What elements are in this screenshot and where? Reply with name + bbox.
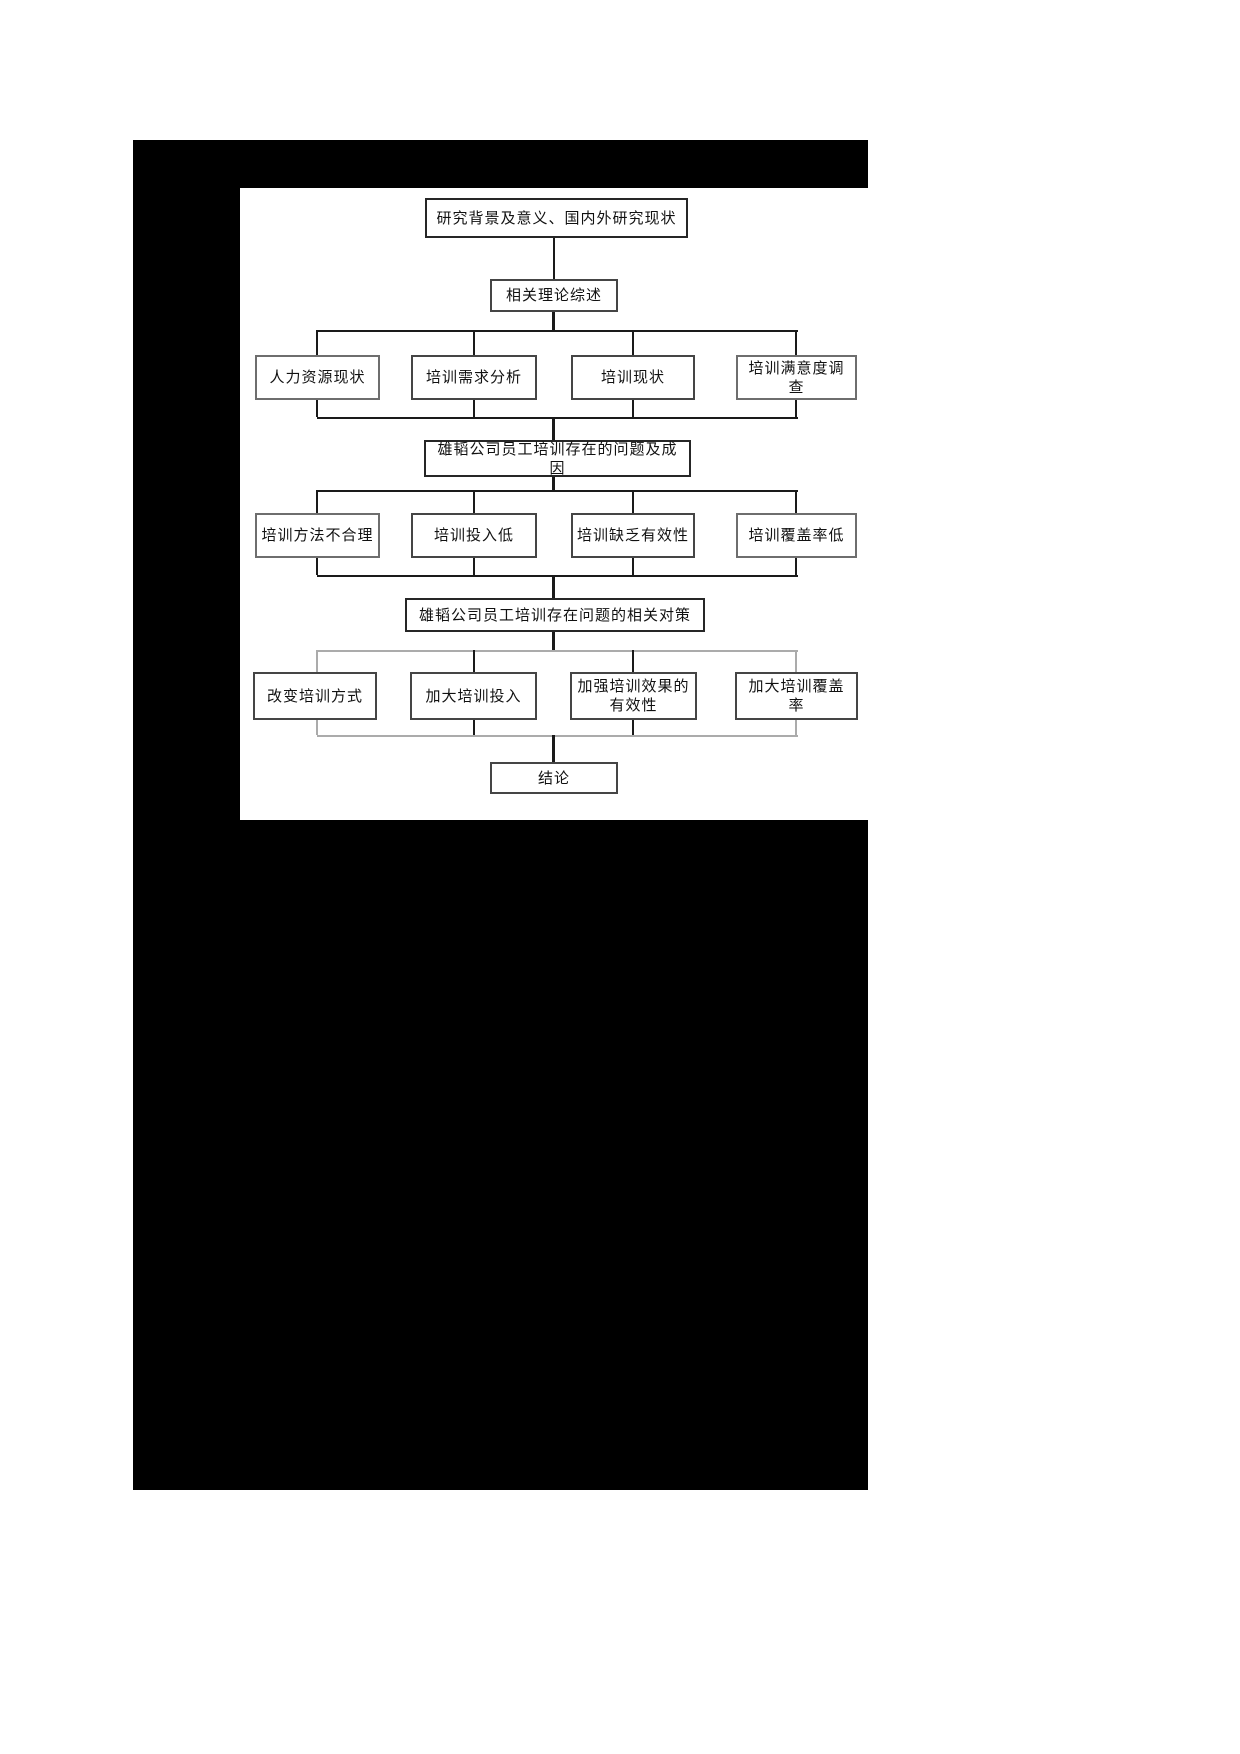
connector-collect-solutions-4 [795, 720, 797, 735]
node-training-needs: 培训需求分析 [411, 355, 537, 400]
connector-stub-problems-3 [632, 490, 634, 513]
connector-trunk-to-conclusion [552, 735, 555, 762]
connector-stub-analysis-3 [632, 330, 634, 355]
node-theory-review: 相关理论综述 [490, 279, 618, 312]
node-change-method: 改变培训方式 [253, 672, 377, 720]
connector-rail-problems-top [317, 490, 798, 492]
node-satisfaction-survey: 培训满意度调查 [736, 355, 857, 400]
connector-trunk-to-problems [552, 417, 555, 440]
node-method-unreasonable: 培训方法不合理 [255, 513, 380, 558]
connector-stub-solutions-1 [316, 650, 318, 672]
node-increase-coverage: 加大培训覆盖率 [735, 672, 858, 720]
connector-collect-analysis-3 [632, 400, 634, 417]
connector-rail-solutions-top [317, 650, 798, 652]
connector-rail-problems-bottom [317, 575, 798, 577]
connector-collect-problems-2 [473, 558, 475, 575]
connector-collect-solutions-1 [316, 720, 318, 735]
connector-stub-analysis-4 [795, 330, 797, 355]
connector-top-to-theory [553, 238, 555, 279]
connector-stub-solutions-2 [473, 650, 475, 672]
node-training-status: 培训现状 [571, 355, 695, 400]
connector-collect-solutions-3 [632, 720, 634, 735]
connector-solutions-stub [552, 632, 555, 650]
connector-stub-solutions-3 [632, 650, 634, 672]
connector-stub-problems-2 [473, 490, 475, 513]
connector-trunk-to-solutions [552, 575, 555, 598]
connector-collect-problems-4 [795, 558, 797, 575]
connector-problems-stub [552, 477, 555, 490]
node-solutions-title: 雄韬公司员工培训存在问题的相关对策 [405, 598, 705, 632]
connector-collect-analysis-2 [473, 400, 475, 417]
connector-rail-analysis-bottom [317, 417, 798, 419]
node-low-investment: 培训投入低 [411, 513, 537, 558]
connector-stub-problems-4 [795, 490, 797, 513]
node-research-background: 研究背景及意义、国内外研究现状 [425, 198, 688, 238]
node-hr-status: 人力资源现状 [255, 355, 380, 400]
connector-stub-solutions-4 [795, 650, 797, 672]
connector-collect-problems-1 [316, 558, 318, 575]
connector-stub-analysis-2 [473, 330, 475, 355]
connector-collect-problems-3 [632, 558, 634, 575]
node-problems-title: 雄韬公司员工培训存在的问题及成因 [424, 440, 691, 477]
connector-theory-stub [552, 312, 555, 330]
connector-rail-solutions-bottom [317, 735, 798, 737]
connector-collect-analysis-1 [316, 400, 318, 417]
node-low-coverage: 培训覆盖率低 [736, 513, 857, 558]
node-lack-effectiveness: 培训缺乏有效性 [571, 513, 695, 558]
connector-rail-analysis-top [317, 330, 798, 332]
connector-collect-analysis-4 [795, 400, 797, 417]
connector-collect-solutions-2 [473, 720, 475, 735]
connector-stub-analysis-1 [316, 330, 318, 355]
node-conclusion: 结论 [490, 762, 618, 794]
node-increase-investment: 加大培训投入 [410, 672, 537, 720]
node-enhance-effectiveness: 加强培训效果的有效性 [570, 672, 697, 720]
connector-stub-problems-1 [316, 490, 318, 513]
